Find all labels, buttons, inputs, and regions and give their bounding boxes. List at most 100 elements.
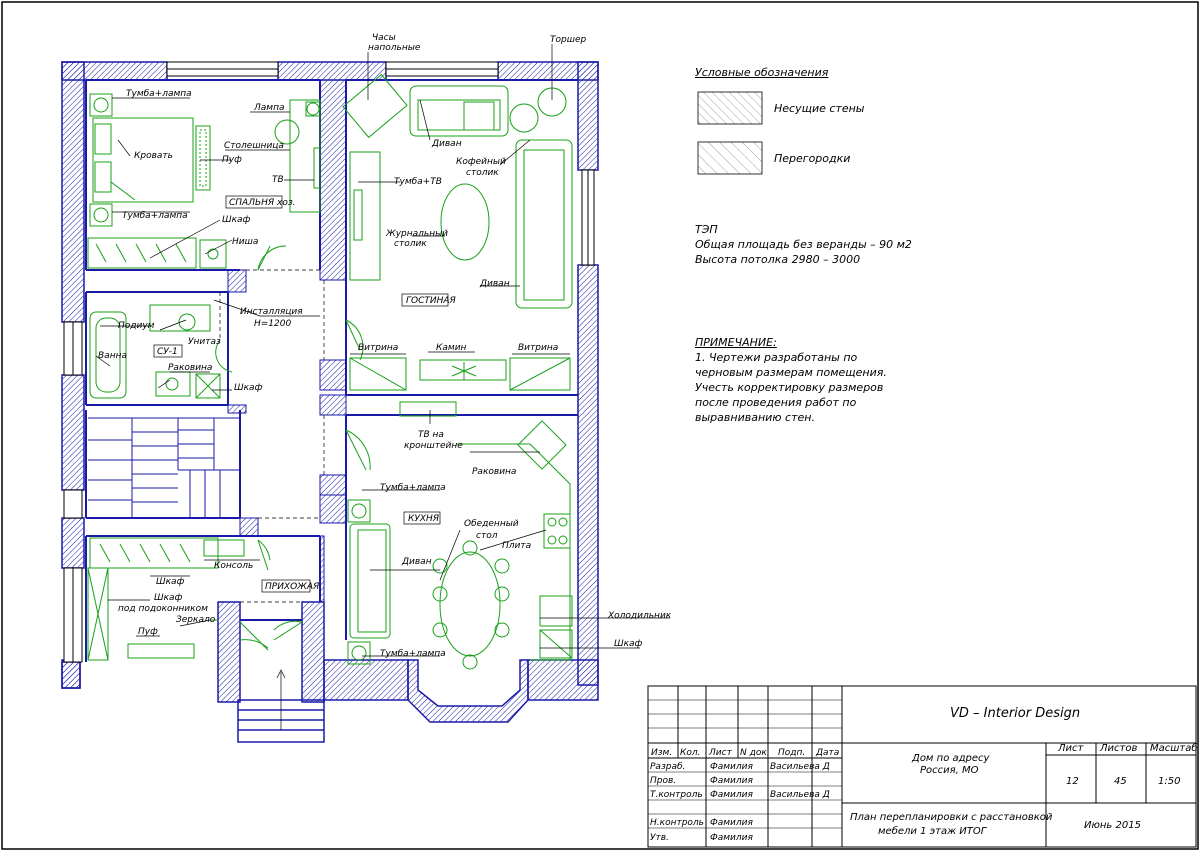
label-wardrobe: Шкаф <box>222 215 251 225</box>
room-hall: ПРИХОЖАЯ <box>265 582 319 592</box>
tb-role: Т.контроль <box>650 790 703 800</box>
tb-date: Июнь 2015 <box>1084 820 1141 831</box>
label-bathtub: Ванна <box>98 351 127 361</box>
pouf-hall <box>127 643 195 659</box>
ottoman <box>195 125 211 191</box>
label-tv-bedroom: ТВ <box>272 175 284 185</box>
partition-walls <box>227 79 347 603</box>
note-line: после проведения работ по <box>695 396 857 409</box>
countertop <box>456 443 571 661</box>
label-sofa-top: Диван <box>431 139 462 149</box>
label-stove: Плита <box>502 541 531 551</box>
tb-role: Н.контроль <box>650 818 704 828</box>
legend-partitions: Перегородки <box>774 152 851 165</box>
tb-masshtab: 1:50 <box>1158 776 1181 787</box>
note-line: 1. Чертежи разработаны по <box>695 351 858 364</box>
label-nightstand-2: Тумба+лампа <box>122 211 188 221</box>
tb-header-list: Лист <box>708 748 733 758</box>
label-countertop: Столешница <box>224 141 284 151</box>
wardrobe-hall <box>89 537 219 569</box>
tep-title: ТЭП <box>695 223 718 236</box>
label-installation-h: H=1200 <box>254 319 291 329</box>
label-pouf-hall: Пуф <box>138 627 158 637</box>
label-clock: Часы <box>372 33 396 43</box>
fireplace-star <box>451 362 477 380</box>
leader-lines <box>95 44 670 657</box>
tb-name: Фамилия <box>710 776 754 786</box>
room-living: ГОСТИНАЯ <box>406 296 456 306</box>
bathtub <box>89 311 127 399</box>
label-bed: Кровать <box>134 151 173 161</box>
label-sofa-right: Диван <box>479 279 510 289</box>
sink-bath <box>155 371 191 397</box>
tb-name: Фамилия <box>710 790 754 800</box>
label-toilet: Унитаз <box>188 337 221 347</box>
title-block-grid <box>647 685 1197 848</box>
tb-role: Разраб. <box>650 762 685 772</box>
fireplace <box>419 359 507 381</box>
stove <box>543 513 571 549</box>
tb-address-1: Дом по адресу <box>912 753 990 764</box>
legend-title: Условные обозначения <box>695 66 829 79</box>
tb-header-podp: Подп. <box>778 748 805 758</box>
tb-name: Фамилия <box>710 818 754 828</box>
labels: Часы напольные Торшер Тумба+лампа Лампа … <box>98 33 672 659</box>
label-wardrobe-hall: Шкаф <box>156 577 185 587</box>
legend-load-bearing: Несущие стены <box>774 102 865 115</box>
tb-col-list: Лист <box>1058 743 1084 754</box>
legend-swatches <box>697 91 763 175</box>
tb-header-ndok: N док. <box>740 748 770 758</box>
tb-plan-title-2: мебели 1 этаж ИТОГ <box>878 826 987 837</box>
showcase-left <box>349 357 407 391</box>
label-dining-table-2: стол <box>476 531 498 541</box>
title-block-text: Изм. Кол. Лист N док. Подп. Дата Разраб.… <box>650 748 839 843</box>
label-pouf: Пуф <box>222 155 242 165</box>
label-journal-table-2: столик <box>394 239 427 249</box>
tb-col-listov: Листов <box>1100 743 1138 754</box>
tb-name: Фамилия <box>710 833 754 843</box>
exterior-walls <box>61 61 599 703</box>
tb-company: VD – Interior Design <box>950 706 1081 721</box>
label-cabinet-kitchen: Шкаф <box>614 639 643 649</box>
tv-bedroom <box>313 147 321 189</box>
label-fireplace: Камин <box>436 343 467 353</box>
room-tags: СПАЛЬНЯ хоз. ГОСТИНАЯ СУ-1 КУХНЯ ПРИХОЖА… <box>153 195 456 593</box>
room-bath: СУ-1 <box>157 347 178 357</box>
toilet <box>178 313 196 331</box>
tep-area: Общая площадь без веранды – 90 м2 <box>695 238 912 251</box>
tb-col-masshtab: Масштаб <box>1150 743 1198 754</box>
note-line: Учесть корректировку размеров <box>695 381 884 394</box>
nightstand-kitchen2 <box>347 641 371 665</box>
dining-table <box>439 551 501 657</box>
niche <box>199 239 227 269</box>
label-dining-table: Обеденный <box>464 519 519 529</box>
coffee-table <box>440 183 490 261</box>
tb-sign: Васильева Д <box>770 790 830 800</box>
nightstand-lamp <box>89 93 113 117</box>
tb-header-kol: Кол. <box>680 748 701 758</box>
label-podium: Подиум <box>118 321 155 331</box>
chair <box>274 119 300 145</box>
tb-header-izm: Изм. <box>651 748 672 758</box>
tb-role: Пров. <box>650 776 676 786</box>
label-sill-cabinet: Шкаф <box>154 593 183 603</box>
label-nightstand-kitchen: Тумба+лампа <box>380 483 446 493</box>
tb-header-data: Дата <box>815 748 839 758</box>
label-coffee-table: Кофейный <box>456 157 506 167</box>
sofa-top <box>409 85 509 137</box>
tb-list: 12 <box>1066 776 1079 787</box>
furniture <box>87 73 573 670</box>
label-journal-table: Журнальный <box>385 229 448 239</box>
sofa-kitchen <box>349 523 391 639</box>
label-console: Консоль <box>214 561 253 571</box>
desk <box>289 99 321 213</box>
label-cabinet-bath: Шкаф <box>234 383 263 393</box>
floor-clock <box>342 73 408 139</box>
room-bedroom: СПАЛЬНЯ хоз. <box>229 198 296 208</box>
interior-walls <box>85 79 578 662</box>
tb-name: Фамилия <box>710 762 754 772</box>
label-niche: Ниша <box>232 237 258 247</box>
tv-bracket <box>399 401 457 417</box>
